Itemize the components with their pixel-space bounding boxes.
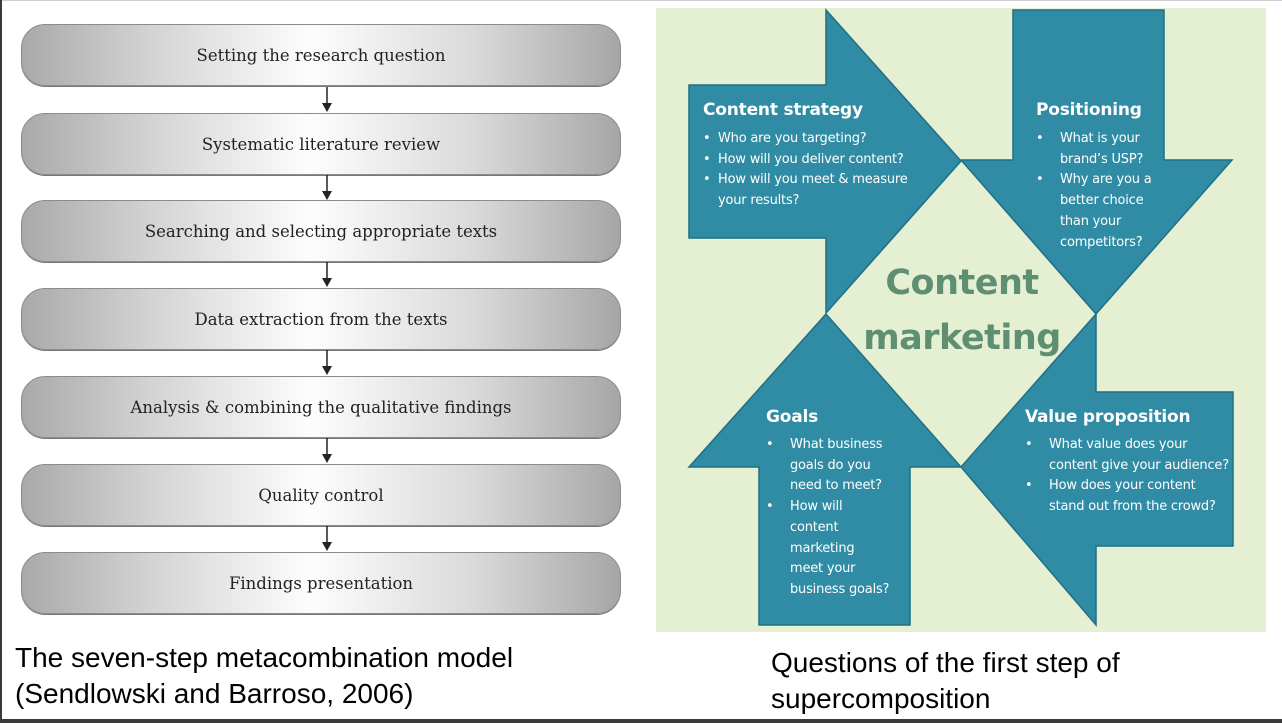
left-border <box>0 0 2 723</box>
step-1: Setting the research question <box>21 24 621 86</box>
down-arrow-icon <box>322 438 332 463</box>
down-arrow-icon <box>322 350 332 375</box>
center-title-line-2: marketing <box>863 318 1061 358</box>
list-item: Who are you targeting? <box>703 129 908 150</box>
right-caption-line-1: Questions of the first step of <box>771 647 1120 678</box>
center-title-line-1: Content <box>885 263 1039 303</box>
left-caption-line-2: (Sendlowski and Barroso, 2006) <box>15 678 414 709</box>
down-arrow-icon <box>322 262 332 287</box>
value-proposition-list: What value does your content give your a… <box>1025 435 1229 518</box>
list-item: How will you deliver content? <box>703 150 908 171</box>
left-caption-line-1: The seven-step metacombination model <box>15 642 514 673</box>
list-item: What value does your content give your a… <box>1025 435 1229 476</box>
content-strategy-title: Content strategy <box>703 100 863 120</box>
left-caption: The seven-step metacombination model (Se… <box>15 640 513 712</box>
content-marketing-diagram: Content strategy Who are you targeting? … <box>656 8 1266 632</box>
positioning-list: What is your brand’s USP? Why are you a … <box>1036 129 1152 253</box>
top-border <box>0 0 1282 1</box>
value-proposition-title: Value proposition <box>1025 407 1191 427</box>
positioning-title: Positioning <box>1036 100 1142 120</box>
step-5: Analysis & combining the qualitative fin… <box>21 376 621 438</box>
list-item: What business goals do you need to meet? <box>766 435 889 497</box>
list-item: How will you meet & measure <box>703 170 908 191</box>
list-item: What is your brand’s USP? <box>1036 129 1151 170</box>
list-item: How will content marketing meet your bus… <box>766 497 889 601</box>
right-caption: Questions of the first step of supercomp… <box>771 645 1120 717</box>
down-arrow-icon <box>322 175 332 200</box>
content-strategy-list: Who are you targeting? How will you deli… <box>703 129 908 191</box>
step-7: Findings presentation <box>21 552 621 614</box>
down-arrow-icon <box>322 526 332 551</box>
list-item-continuation: your results? <box>718 193 800 208</box>
down-arrow-icon <box>322 87 332 112</box>
goals-list: What business goals do you need to meet?… <box>766 435 889 601</box>
step-6: Quality control <box>21 464 621 526</box>
bottom-border <box>0 719 1282 723</box>
list-item: Why are you a better choice than your co… <box>1036 170 1152 253</box>
step-4: Data extraction from the texts <box>21 288 621 350</box>
right-caption-line-2: supercomposition <box>771 683 991 714</box>
center-title: Content marketing <box>852 256 1072 366</box>
goals-title: Goals <box>766 407 819 427</box>
step-2: Systematic literature review <box>21 113 621 175</box>
step-3: Searching and selecting appropriate text… <box>21 200 621 262</box>
list-item: How does your content stand out from the… <box>1025 476 1229 517</box>
